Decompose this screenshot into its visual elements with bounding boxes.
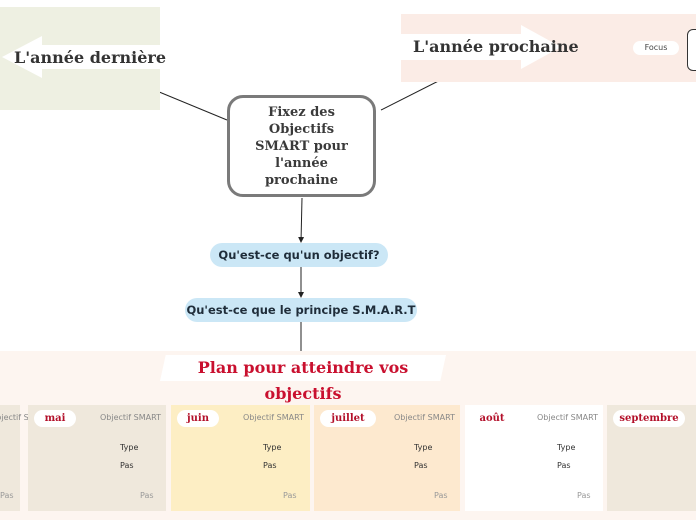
connector-to-question-1 xyxy=(298,197,305,243)
month-label[interactable]: mai xyxy=(34,410,76,427)
step-label[interactable]: Pas xyxy=(557,461,571,470)
objective-label[interactable]: Objectif SMART xyxy=(100,413,161,422)
substep-label[interactable]: Pas xyxy=(434,491,448,500)
question-objective[interactable]: Qu'est-ce qu'un objectif? xyxy=(210,243,388,267)
last-year-label[interactable]: L'année dernière xyxy=(14,48,167,67)
focus-node[interactable]: Focus xyxy=(633,41,679,55)
objective-label[interactable]: Objectif SMART xyxy=(537,413,598,422)
focus-child-box xyxy=(687,29,696,71)
month-label[interactable]: juillet xyxy=(320,410,376,427)
month-panel-juin: juin Objectif SMART Type Pas Pas xyxy=(171,405,310,511)
type-label[interactable]: Type xyxy=(263,443,282,452)
objective-label[interactable]: Objectif SMART xyxy=(243,413,304,422)
type-label[interactable]: Type xyxy=(557,443,576,452)
plan-title[interactable]: Plan pour atteindre vos objectifs xyxy=(197,358,409,403)
month-panel-aout: août Objectif SMART Type Pas Pas xyxy=(465,405,603,511)
type-label[interactable]: Type xyxy=(414,443,433,452)
month-label[interactable]: août xyxy=(471,410,513,427)
central-topic-label: Fixez des Objectifs SMART pour l'année p… xyxy=(255,104,348,188)
month-panel-mai: mai Objectif SMART Type Pas Pas xyxy=(28,405,166,511)
substep-label[interactable]: Pas xyxy=(140,491,154,500)
next-year-panel: L'année prochaine xyxy=(401,14,696,82)
question-smart-principle[interactable]: Qu'est-ce que le principe S.M.A.R.T xyxy=(185,298,417,322)
substep-label[interactable]: Pas xyxy=(577,491,591,500)
partial-step-label: Pas xyxy=(0,491,14,500)
month-panel-partial: Objectif SMART Pas xyxy=(0,405,51,511)
objective-label[interactable]: Objectif SMART xyxy=(394,413,455,422)
step-label[interactable]: Pas xyxy=(120,461,134,470)
month-panel-juillet: juillet Objectif SMART Type Pas Pas xyxy=(314,405,460,511)
type-label[interactable]: Type xyxy=(120,443,139,452)
substep-label[interactable]: Pas xyxy=(283,491,297,500)
step-label[interactable]: Pas xyxy=(263,461,277,470)
last-year-panel: L'année dernière xyxy=(0,7,166,110)
left-arrow-shape xyxy=(2,36,160,78)
month-label[interactable]: juin xyxy=(177,410,219,427)
central-topic[interactable]: Fixez des Objectifs SMART pour l'année p… xyxy=(227,95,376,197)
month-panel-septembre: septembre xyxy=(607,405,696,511)
step-label[interactable]: Pas xyxy=(414,461,428,470)
partial-objective-label: Objectif SMART xyxy=(0,413,51,422)
month-label[interactable]: septembre xyxy=(613,410,685,427)
right-arrow-shape xyxy=(401,25,561,69)
plan-title-background xyxy=(160,355,446,381)
next-year-label[interactable]: L'année prochaine xyxy=(413,37,579,56)
